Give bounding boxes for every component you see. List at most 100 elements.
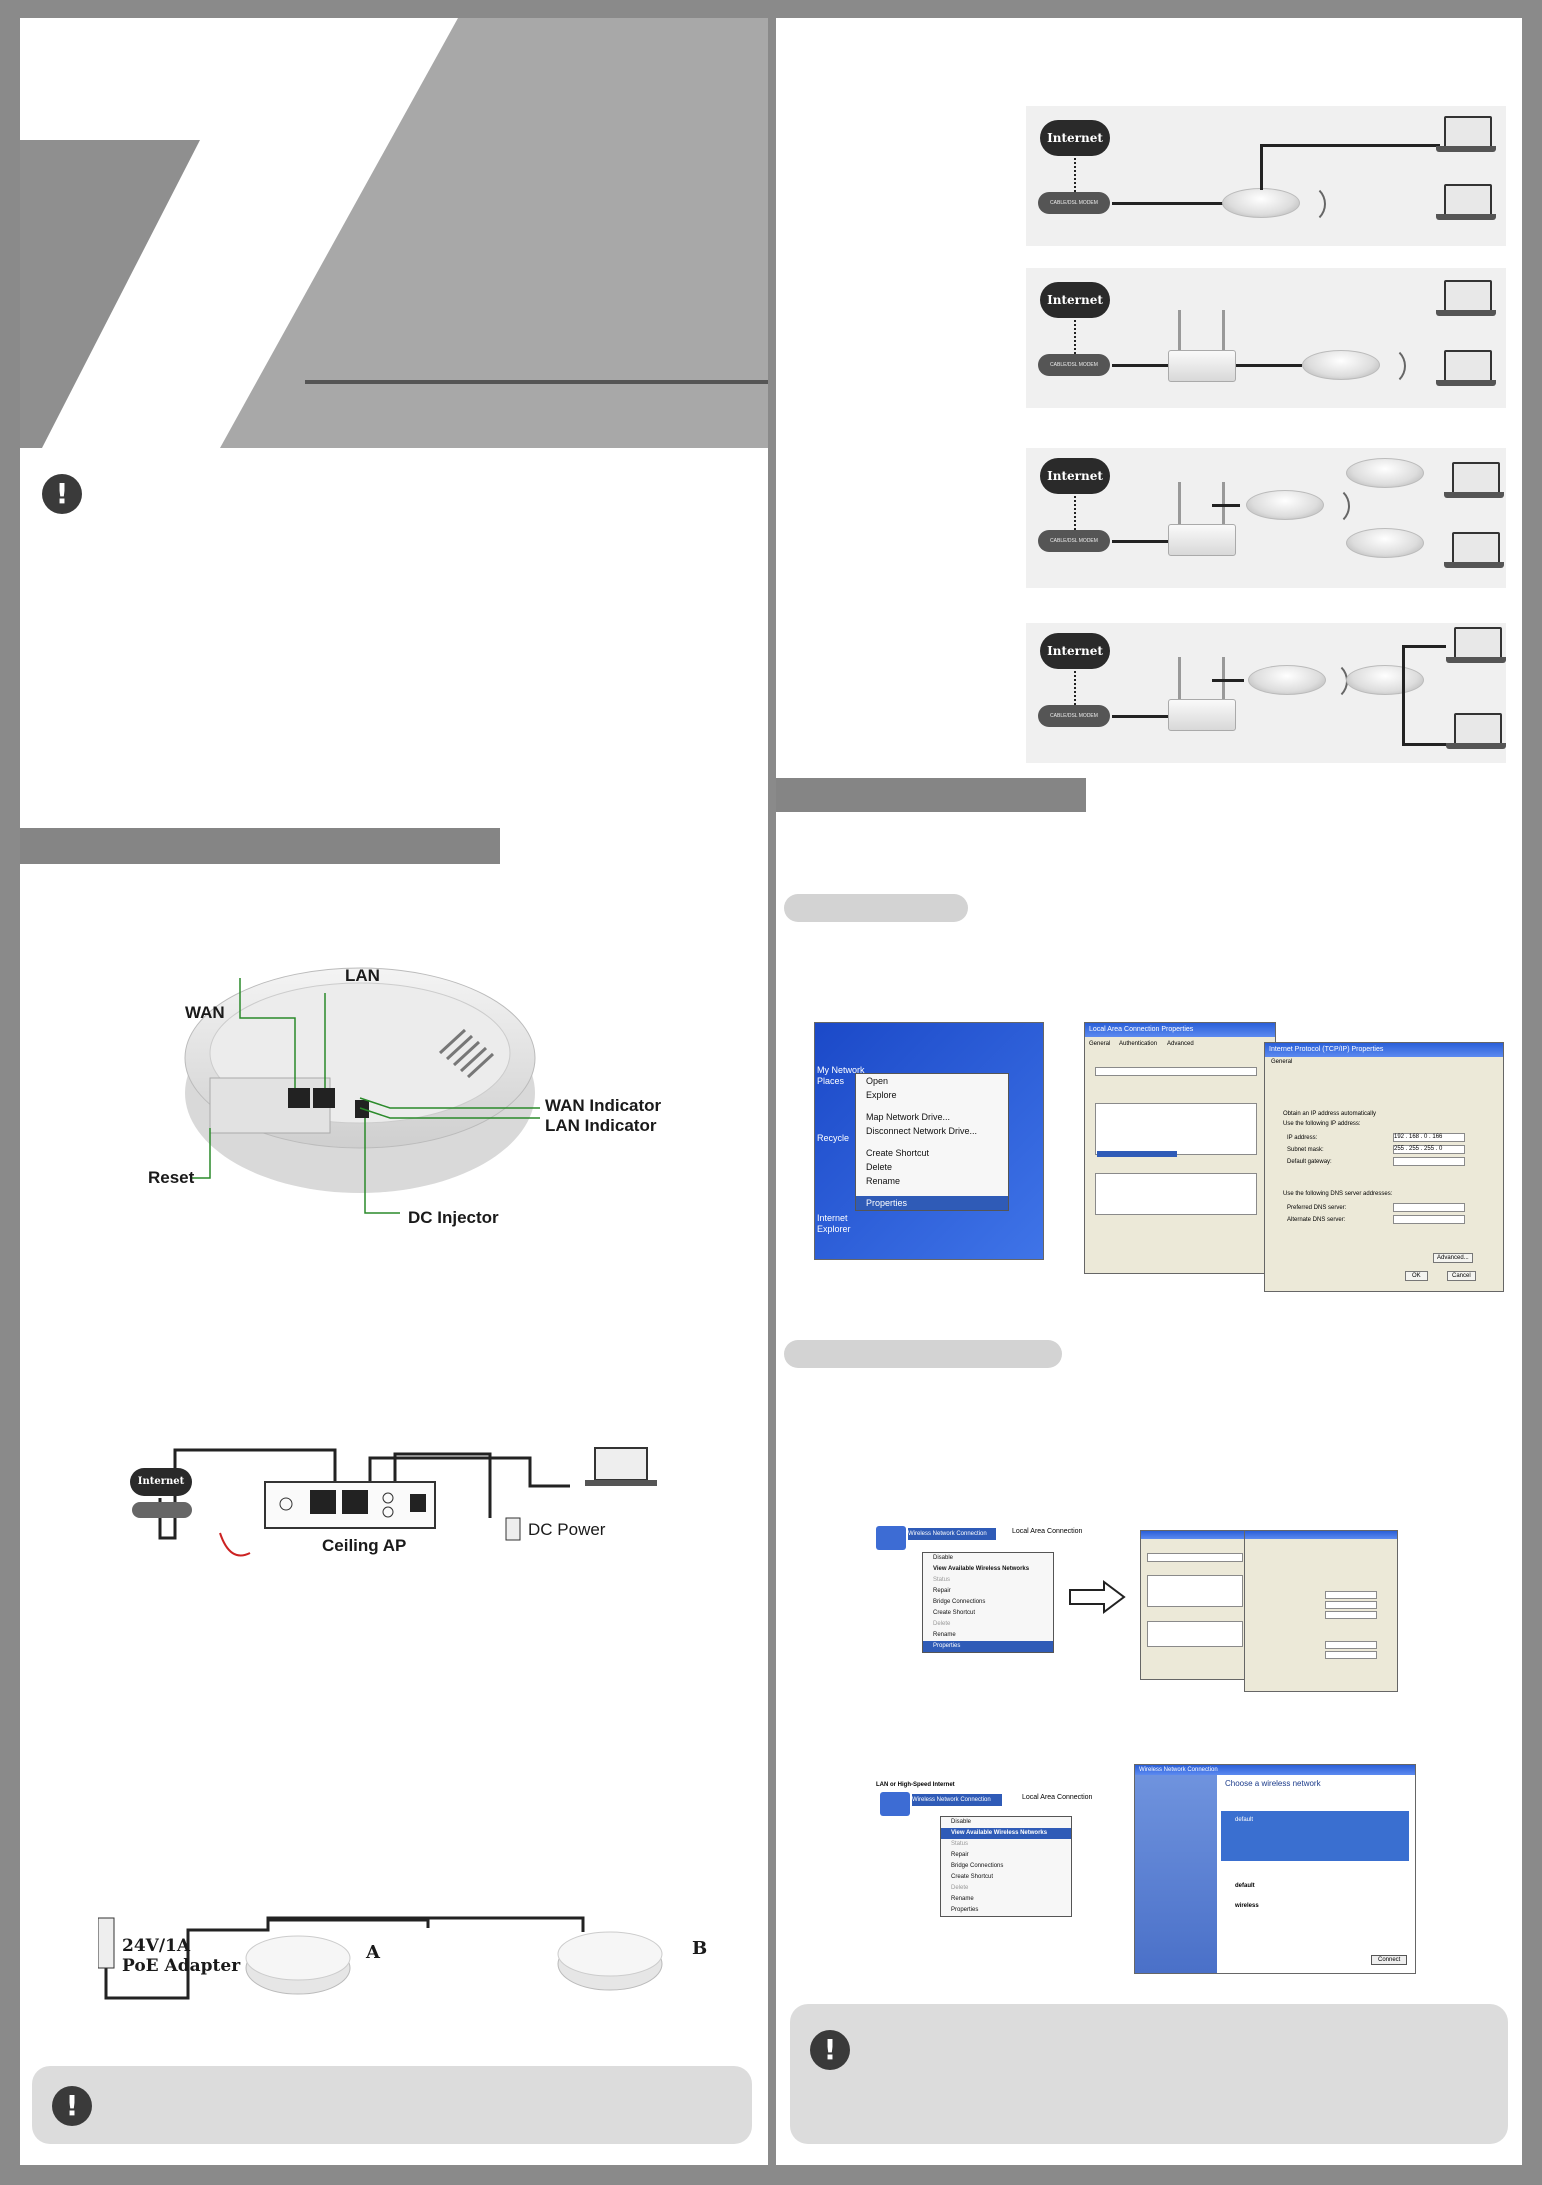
- radio-use-ip[interactable]: Use the following IP address:: [1283, 1121, 1361, 1127]
- lan-properties-window: Local Area Connection Properties General…: [1084, 1022, 1276, 1274]
- network-name[interactable]: default: [1235, 1883, 1255, 1889]
- menu-item-map-drive[interactable]: Map Network Drive...: [866, 1112, 951, 1122]
- cancel-button[interactable]: Cancel: [1447, 1271, 1476, 1281]
- wifi-wave-icon: [1308, 661, 1348, 701]
- tab-advanced[interactable]: Advanced: [1167, 1041, 1194, 1047]
- menu-item-delete[interactable]: Delete: [951, 1885, 969, 1891]
- context-menu: Open Explore Map Network Drive... Discon…: [855, 1073, 1009, 1211]
- network-list-selected[interactable]: [1221, 1811, 1409, 1861]
- wireless-context-menu-screenshot: Wireless Network Connection Local Area C…: [872, 1526, 1084, 1656]
- dotted-link: [1074, 320, 1076, 354]
- label-lan-indicator: LAN Indicator: [545, 1116, 657, 1135]
- header-area: [20, 18, 768, 448]
- menu-item-view-networks[interactable]: View Available Wireless Networks: [941, 1828, 1071, 1839]
- antenna: [1178, 482, 1181, 536]
- ip-address-input[interactable]: 192 . 168 . 0 . 166: [1393, 1133, 1465, 1142]
- subnet-mask-input[interactable]: 255 . 255 . 255 . 0: [1393, 1145, 1465, 1154]
- menu-item-create-shortcut[interactable]: Create Shortcut: [951, 1874, 994, 1880]
- wireless-context-menu: Disable View Available Wireless Networks…: [940, 1816, 1072, 1917]
- router-icon: [1168, 699, 1236, 731]
- topology-diagram-3: Internet CABLE/DSL MODEM: [1026, 448, 1506, 588]
- menu-item-rename[interactable]: Rename: [866, 1176, 901, 1186]
- advanced-button[interactable]: Advanced...: [1433, 1253, 1473, 1263]
- cable: [1402, 743, 1446, 746]
- label-poe-adapter: PoE Adapter: [122, 1956, 241, 1976]
- menu-item-delete[interactable]: Delete: [933, 1621, 951, 1627]
- selected-component[interactable]: [1097, 1151, 1177, 1157]
- menu-item-properties[interactable]: Properties: [923, 1641, 1053, 1652]
- warning-icon: !: [810, 2030, 850, 2070]
- section-bar-configuration: [776, 778, 1086, 812]
- menu-item-rename[interactable]: Rename: [933, 1632, 956, 1638]
- warning-icon: !: [52, 2086, 92, 2126]
- menu-item-properties[interactable]: Properties: [856, 1196, 1008, 1210]
- cable: [1112, 364, 1170, 367]
- preferred-dns-input[interactable]: [1393, 1203, 1465, 1212]
- alternate-dns-input[interactable]: [1393, 1215, 1465, 1224]
- ok-button[interactable]: OK: [1405, 1271, 1428, 1281]
- gateway-input[interactable]: [1393, 1157, 1465, 1166]
- topology-diagram-2: Internet CABLE/DSL MODEM: [1026, 268, 1506, 408]
- menu-item-view-networks[interactable]: View Available Wireless Networks: [933, 1566, 1030, 1572]
- cable: [1212, 504, 1240, 507]
- alternate-dns-input[interactable]: [1325, 1651, 1377, 1659]
- menu-item-explore[interactable]: Explore: [866, 1090, 897, 1100]
- menu-item-repair[interactable]: Repair: [951, 1852, 969, 1858]
- section-bar-hardware: [20, 828, 500, 864]
- modem-icon: [132, 1502, 192, 1518]
- wireless-connection-label[interactable]: Wireless Network Connection: [912, 1794, 1002, 1806]
- local-connection-label[interactable]: Local Area Connection: [1012, 1528, 1083, 1535]
- label-dc-power: DC Power: [528, 1520, 606, 1539]
- ceiling-ap-icon: [1346, 665, 1424, 695]
- internet-cloud-icon: Internet: [1040, 633, 1110, 669]
- menu-item-create-shortcut[interactable]: Create Shortcut: [866, 1148, 930, 1158]
- tab-general[interactable]: General: [1271, 1059, 1293, 1065]
- menu-item-rename[interactable]: Rename: [951, 1896, 974, 1902]
- adapter-field: [1095, 1067, 1257, 1076]
- window-title: Wireless Network Connection: [1135, 1765, 1415, 1775]
- label-poe-voltage: 24V/1A: [122, 1936, 191, 1956]
- components-list[interactable]: [1095, 1103, 1257, 1155]
- menu-item-disable[interactable]: Disable: [933, 1555, 954, 1561]
- label-subnet: Subnet mask:: [1287, 1147, 1324, 1153]
- poe-diagram: 24V/1A PoE Adapter A B: [98, 1898, 718, 2008]
- connect-button[interactable]: Connect: [1371, 1955, 1408, 1965]
- poe-wires: [98, 1916, 663, 2000]
- network-name[interactable]: default: [1235, 1817, 1254, 1823]
- adapter-field: [1147, 1553, 1243, 1562]
- menu-item-status[interactable]: Status: [951, 1841, 969, 1847]
- gateway-input[interactable]: [1325, 1611, 1377, 1619]
- menu-item-disable[interactable]: Disable: [951, 1819, 972, 1825]
- menu-item-open[interactable]: Open: [866, 1076, 889, 1086]
- internet-cloud-icon: Internet: [130, 1468, 192, 1496]
- description-box: [1147, 1621, 1243, 1647]
- network-name[interactable]: wireless: [1235, 1903, 1259, 1909]
- radio-obtain-ip[interactable]: Obtain an IP address automatically: [1283, 1111, 1376, 1117]
- ceiling-ap-icon: [1302, 350, 1380, 380]
- menu-item-properties[interactable]: Properties: [951, 1907, 979, 1913]
- preferred-dns-input[interactable]: [1325, 1641, 1377, 1649]
- menu-item-bridge[interactable]: Bridge Connections: [951, 1863, 1004, 1869]
- network-connection-icon: [880, 1792, 910, 1816]
- radio-use-dns[interactable]: Use the following DNS server addresses:: [1283, 1191, 1393, 1197]
- subnet-mask-input[interactable]: [1325, 1601, 1377, 1609]
- ip-address-input[interactable]: [1325, 1591, 1377, 1599]
- local-connection-label[interactable]: Local Area Connection: [1022, 1794, 1093, 1801]
- menu-item-repair[interactable]: Repair: [933, 1588, 951, 1594]
- cable: [1212, 679, 1244, 682]
- menu-item-delete[interactable]: Delete: [866, 1162, 893, 1172]
- topology-diagram-1: Internet CABLE/DSL MODEM: [1026, 106, 1506, 246]
- menu-item-disconnect-drive[interactable]: Disconnect Network Drive...: [866, 1126, 978, 1136]
- menu-item-create-shortcut[interactable]: Create Shortcut: [933, 1610, 976, 1616]
- menu-item-bridge[interactable]: Bridge Connections: [933, 1599, 986, 1605]
- menu-item-status[interactable]: Status: [933, 1577, 951, 1583]
- tab-general[interactable]: General: [1089, 1041, 1111, 1047]
- wifi-wave-icon: [1310, 486, 1350, 526]
- label-ap-a: A: [366, 1942, 380, 1963]
- wireless-connection-label[interactable]: Wireless Network Connection: [908, 1528, 996, 1540]
- dotted-link: [1074, 158, 1076, 192]
- components-list[interactable]: [1147, 1575, 1243, 1607]
- laptop-icon: [1446, 627, 1506, 665]
- modem-icon: CABLE/DSL MODEM: [1038, 705, 1110, 727]
- tab-authentication[interactable]: Authentication: [1119, 1041, 1158, 1047]
